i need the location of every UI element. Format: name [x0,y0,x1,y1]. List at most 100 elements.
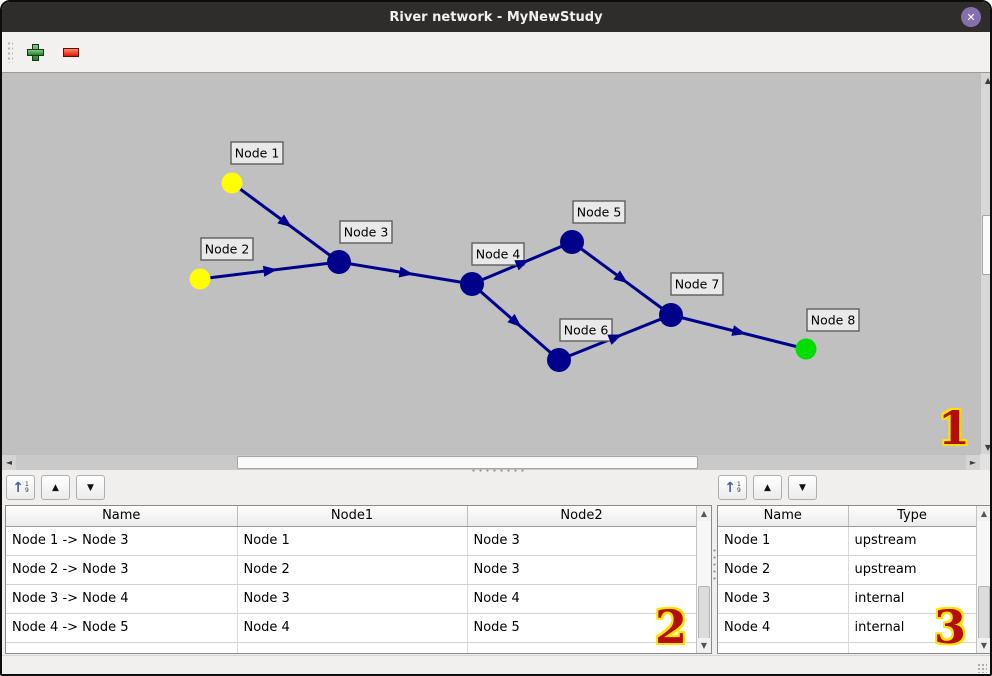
table-cell[interactable]: Node 1 [718,526,849,556]
links-move-down-button[interactable]: ▼ [76,475,105,500]
nodes-move-down-button[interactable]: ▼ [788,475,817,500]
nodes-move-up-button[interactable]: ▲ [753,475,782,500]
links-table-scrollbar[interactable]: ▲ ▼ [696,506,711,653]
edge-arrow-icon [514,259,530,271]
node-label: Node 6 [559,318,613,342]
links-scroll-thumb[interactable] [698,586,710,643]
links-move-up-button[interactable]: ▲ [41,475,70,500]
scroll-left-icon[interactable]: ◄ [2,455,16,470]
horizontal-scroll-thumb[interactable] [237,456,698,469]
column-header[interactable]: Node2 [467,506,697,527]
node-label: Node 1 [230,141,284,165]
scroll-down-icon[interactable]: ▼ [977,638,990,653]
plus-icon [26,43,44,61]
table-cell[interactable]: Node 2 [237,555,468,585]
column-header[interactable]: Node1 [237,506,468,527]
node-node-4[interactable] [460,272,484,296]
table-cell[interactable]: Node 5 [467,613,697,643]
arrow-up-icon: ▲ [764,482,771,493]
status-bar [2,655,990,674]
table-cell[interactable]: Node 3 [467,526,697,556]
column-header[interactable]: Name [6,506,238,527]
table-cell[interactable]: Node 1 [237,526,468,556]
arrow-down-icon: ▼ [799,482,806,493]
table-cell[interactable]: upstream [848,555,977,585]
edge-arrow-icon [607,334,623,345]
arrow-up-icon: ▲ [52,482,59,493]
nodes-table-scrollbar[interactable]: ▲ ▼ [976,506,990,653]
edge-arrow-icon [731,325,747,336]
nodes-scroll-thumb[interactable] [978,586,990,643]
arrow-down-icon: ▼ [87,482,94,493]
vertical-scroll-thumb[interactable] [982,215,990,275]
table-cell[interactable]: upstream [848,526,977,556]
close-button[interactable]: ✕ [961,7,981,27]
resize-grip[interactable] [977,663,987,673]
remove-node-button[interactable] [57,38,85,66]
table-cell[interactable]: Node 2 -> Node 3 [6,555,238,585]
title-bar[interactable]: River network - MyNewStudy ✕ [2,2,990,32]
canvas-horizontal-scrollbar[interactable]: ◄ ► [2,454,980,470]
table-cell[interactable]: Node 4 [467,584,697,614]
svg-text:Node 3: Node 3 [344,225,389,240]
scroll-down-icon[interactable]: ▼ [981,440,990,454]
scroll-down-icon[interactable]: ▼ [697,638,711,653]
table-cell[interactable]: Node 4 [237,613,468,643]
toolbar-grip[interactable] [7,41,13,63]
node-node-6[interactable] [547,348,571,372]
add-node-button[interactable] [21,38,49,66]
scroll-right-icon[interactable]: ► [966,455,980,470]
node-node-2[interactable] [189,268,211,290]
table-cell[interactable]: Node 4 [718,613,849,643]
column-header[interactable]: Type [848,506,977,527]
table-cell[interactable]: Node 3 [237,584,468,614]
node-node-5[interactable] [560,230,584,254]
node-label: Node 2 [200,237,254,261]
window-title: River network - MyNewStudy [389,9,603,25]
scroll-up-icon[interactable]: ▲ [697,506,711,521]
edge-arrow-icon [277,214,292,228]
table-row-empty [718,642,977,653]
table-cell[interactable]: Node 2 [718,555,849,585]
node-node-3[interactable] [327,250,351,274]
table-cell[interactable]: Node 3 [467,555,697,585]
edge-arrow-icon [262,265,278,277]
canvas-vertical-scrollbar[interactable]: ▲ ▼ [980,73,990,454]
table-cell[interactable]: internal [848,584,977,614]
table-cell[interactable]: Node 3 -> Node 4 [6,584,238,614]
table-cell[interactable]: Node 3 [718,584,849,614]
table-cell[interactable]: internal [848,613,977,643]
node-node-8[interactable] [795,338,817,360]
table-cell[interactable]: Node 4 -> Node 5 [6,613,238,643]
scroll-up-icon[interactable]: ▲ [981,73,990,87]
node-label: Node 7 [670,272,724,296]
edge-arrow-icon [507,313,522,328]
svg-text:Node 2: Node 2 [205,242,250,257]
node-node-7[interactable] [659,303,683,327]
vertical-splitter-handle[interactable] [712,547,717,583]
scroll-up-icon[interactable]: ▲ [977,506,990,521]
horizontal-splitter-handle[interactable] [470,468,526,473]
column-header[interactable]: Name [718,506,849,527]
node-node-1[interactable] [221,172,243,194]
table-row-empty [6,642,697,653]
table-cell[interactable]: Node 1 -> Node 3 [6,526,238,556]
